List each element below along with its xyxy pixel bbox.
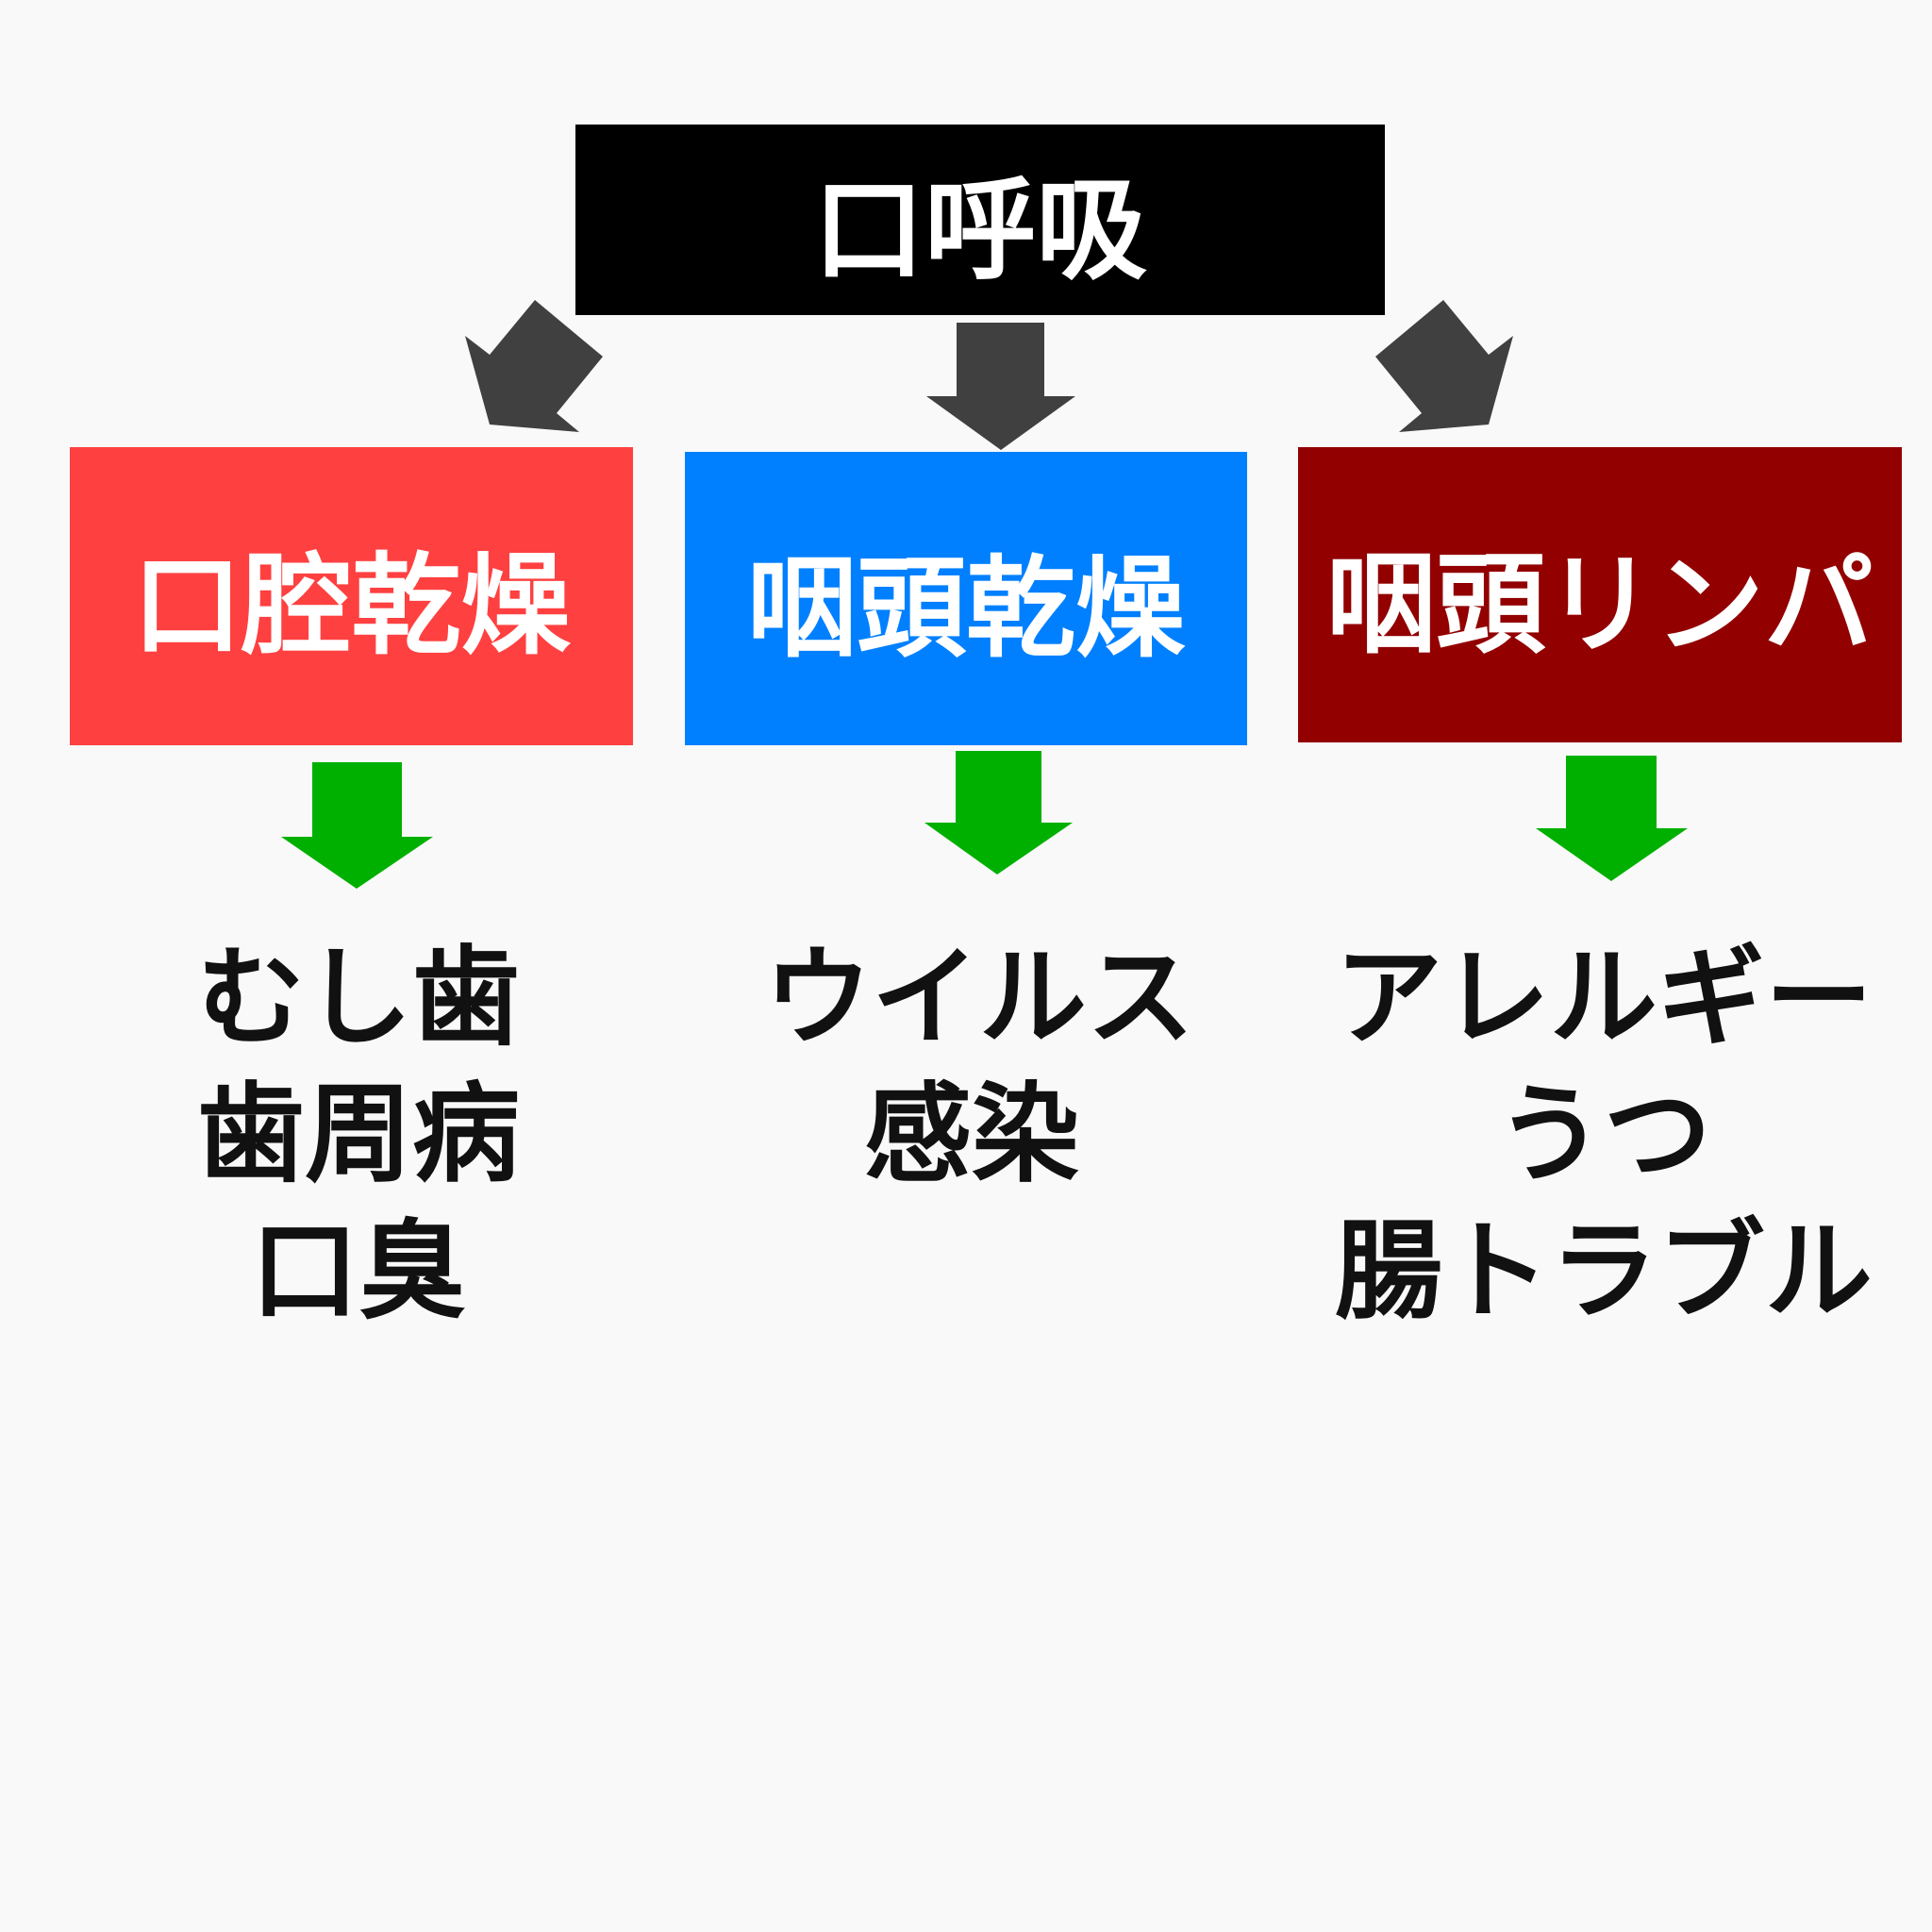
node-pharynx-lymph: 咽頭リンパ: [1298, 447, 1902, 742]
arrow-to-pharynx-dryness: [926, 323, 1075, 450]
arrow-oral-results: [281, 762, 433, 889]
result-item: アレルギー: [1334, 935, 1873, 1060]
node-pharynx-dryness-label: 咽頭乾燥: [747, 544, 1185, 673]
node-oral-dryness: 口腔乾燥: [70, 447, 633, 745]
result-item: 感染: [863, 1072, 1079, 1197]
result-item: 口臭: [250, 1208, 466, 1334]
node-pharynx-dryness: 咽頭乾燥: [685, 452, 1247, 745]
results-pharynx: ウイルス 感染: [764, 929, 1195, 1203]
arrow-pharynx-results: [924, 751, 1073, 874]
arrow-lymph-results: [1536, 756, 1688, 881]
result-item: むし歯: [196, 935, 520, 1060]
arrow-to-pharynx-lymph: [1375, 300, 1513, 432]
result-item: 腸トラブル: [1334, 1208, 1873, 1334]
results-oral: むし歯 歯周病 口臭: [151, 929, 566, 1340]
node-oral-dryness-label: 口腔乾燥: [132, 542, 571, 670]
top-node-mouth-breathing: 口呼吸: [575, 125, 1385, 315]
results-lymph: アレルギー うつ 腸トラブル: [1321, 929, 1887, 1340]
node-pharynx-lymph-label: 咽頭リンパ: [1326, 541, 1874, 669]
result-item: ウイルス: [764, 935, 1195, 1060]
top-node-label: 口呼吸: [812, 164, 1147, 295]
arrow-to-oral-dryness: [465, 300, 603, 432]
result-item: 歯周病: [196, 1072, 520, 1197]
result-item: うつ: [1495, 1072, 1711, 1197]
